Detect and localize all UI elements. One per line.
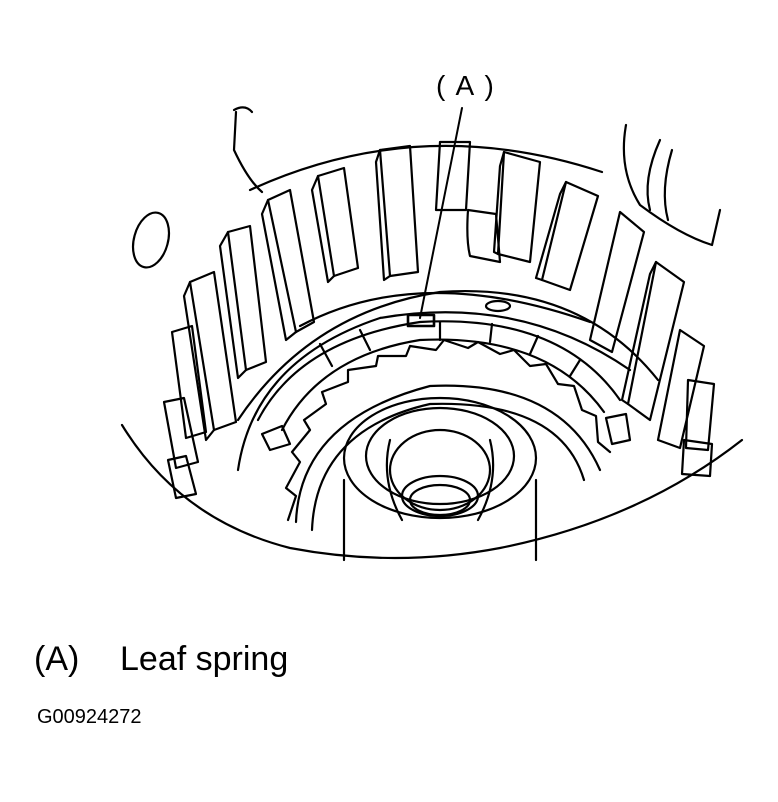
hub-bore xyxy=(388,428,492,512)
drum-inner-ring-3 xyxy=(236,311,632,472)
hub-inner-bore-2 xyxy=(408,483,472,517)
clutch-drum-illustration xyxy=(120,106,744,562)
hub-middle-ring xyxy=(364,406,516,506)
drum-rim-inner xyxy=(232,110,264,194)
figure-id: G00924272 xyxy=(37,706,142,728)
drum-small-hole xyxy=(484,299,512,313)
snap-ring xyxy=(256,320,632,452)
drum-left-flange xyxy=(232,106,254,114)
hub-sleeve xyxy=(342,478,538,562)
drum-slots xyxy=(162,140,716,500)
spline-hub-inner xyxy=(310,402,586,532)
hub-inner-sleeve xyxy=(385,438,495,522)
legend-item: (A) Leaf spring xyxy=(34,640,288,679)
drum-inner-ring-2 xyxy=(236,290,660,422)
drum-outer-rim xyxy=(248,144,604,192)
housing-right-inner xyxy=(646,138,674,222)
housing-right xyxy=(622,123,722,247)
legend-text: Leaf spring xyxy=(120,640,289,678)
drum-oval-hole xyxy=(131,211,171,269)
callout-leader-line xyxy=(419,107,463,319)
hub-outer-ring xyxy=(342,396,538,520)
spline-hub-teeth xyxy=(284,338,612,522)
callout-label-a: ( A ) xyxy=(436,70,496,101)
spline-hub-ring xyxy=(294,384,602,524)
legend-key: (A) xyxy=(34,640,80,678)
cutaway-outline xyxy=(120,423,744,560)
